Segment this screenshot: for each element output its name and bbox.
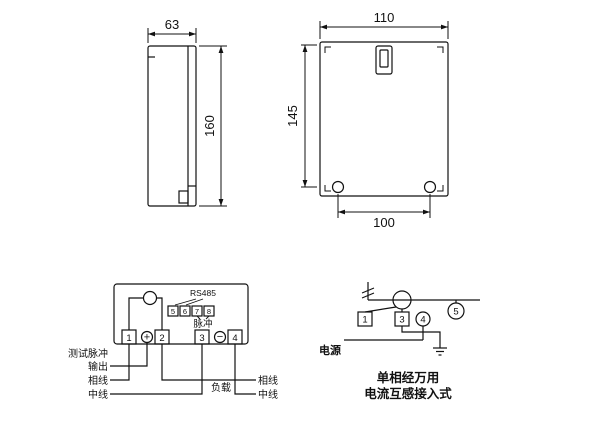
arrowhead-bottom bbox=[218, 199, 224, 206]
aux-terminal-6-label: 6 bbox=[183, 307, 187, 316]
dim-front-width: 110 bbox=[319, 10, 449, 39]
arrowhead-top bbox=[218, 46, 224, 53]
main-terminal-4-label: 4 bbox=[232, 333, 237, 344]
ct-terminal-3-label: 3 bbox=[399, 315, 404, 326]
arrowhead-left bbox=[338, 209, 345, 215]
arrowhead-right bbox=[441, 24, 448, 30]
arrowhead-top bbox=[302, 45, 308, 52]
side-view-body-outline bbox=[147, 45, 197, 207]
aux-terminal-5 bbox=[167, 305, 179, 317]
ct-terminal-4-label: 4 bbox=[420, 315, 425, 326]
break-mark bbox=[361, 287, 375, 294]
dim-label-side-height: 160 bbox=[202, 115, 217, 137]
ct-terminal-1-label: 1 bbox=[362, 315, 367, 326]
main-terminal-3-label: 3 bbox=[199, 333, 204, 344]
neutral-out-label: 中线 bbox=[258, 388, 278, 401]
dim-hole-spacing: 100 bbox=[337, 194, 431, 230]
pulse-leader-line bbox=[196, 315, 201, 320]
side-view-terminal-cover-notch bbox=[178, 190, 189, 204]
dim-side-height: 160 bbox=[199, 45, 227, 207]
dim-label-front-height: 145 bbox=[285, 105, 300, 127]
hanger-slot-inner bbox=[379, 49, 389, 68]
neutral-in-label: 中线 bbox=[88, 388, 108, 401]
ct-wiring-diagram: 1 3 4 5 电源 单相经万用 电流互感接入式 bbox=[319, 282, 480, 401]
ct-caption-line1: 单相经万用 bbox=[377, 370, 440, 385]
front-view-body-outline bbox=[319, 41, 449, 197]
break-mark bbox=[361, 292, 375, 299]
aux-terminal-8-label: 8 bbox=[207, 307, 211, 316]
pulse-minus-terminal bbox=[213, 330, 227, 344]
arrowhead-bottom bbox=[302, 180, 308, 187]
aux-terminal-7-label: 7 bbox=[195, 307, 199, 316]
rs485-leader-line bbox=[185, 298, 204, 306]
arrowhead-left bbox=[320, 24, 327, 30]
arrowhead-right bbox=[423, 209, 430, 215]
neutral-out-wire bbox=[234, 344, 256, 395]
arrowhead-left bbox=[148, 31, 155, 37]
main-terminal-1-label: 1 bbox=[126, 333, 131, 344]
ct-terminal-1 bbox=[357, 311, 373, 327]
front-view-drawing bbox=[319, 41, 449, 197]
phase-out-label: 相线 bbox=[258, 374, 278, 387]
main-terminal-2-label: 2 bbox=[159, 333, 164, 344]
aux-terminal-6 bbox=[179, 305, 191, 317]
ground-wire bbox=[401, 326, 441, 348]
phase-in-wire bbox=[110, 344, 130, 381]
mounting-hole-left bbox=[331, 180, 345, 194]
rs485-label: RS485 bbox=[190, 288, 216, 298]
power-source-label: 电源 bbox=[319, 343, 341, 357]
plus-symbol: + bbox=[144, 332, 150, 344]
dim-label-front-width: 110 bbox=[374, 10, 395, 25]
test-pulse-label-line1: 测试脉冲 bbox=[68, 347, 108, 360]
corner-mark-bottom-right bbox=[437, 185, 444, 192]
hanger-slot-outer bbox=[375, 45, 393, 75]
dim-label-side-width: 63 bbox=[165, 17, 179, 32]
pulse-plus-terminal bbox=[140, 330, 154, 344]
test-pulse-wire bbox=[110, 343, 148, 367]
dim-label-hole-spacing: 100 bbox=[373, 215, 395, 230]
corner-mark-top-right bbox=[437, 46, 444, 53]
neutral-in-wire bbox=[110, 344, 203, 395]
corner-mark-bottom-left bbox=[324, 185, 331, 192]
dim-front-height: 145 bbox=[285, 44, 317, 188]
ct-caption-line2: 电流互感接入式 bbox=[364, 386, 452, 401]
dim-side-width: 63 bbox=[147, 17, 197, 43]
ct-secondary-lead bbox=[364, 306, 397, 313]
coil-wire-left bbox=[128, 297, 144, 330]
current-coil-symbol bbox=[142, 290, 158, 306]
test-pulse-label-line2: 输出 bbox=[88, 360, 108, 373]
arrowhead-right bbox=[189, 31, 196, 37]
minus-symbol: − bbox=[217, 331, 223, 343]
coil-wire-right bbox=[156, 297, 163, 330]
meter-case-outline bbox=[113, 283, 249, 345]
mounting-hole-right bbox=[423, 180, 437, 194]
corner-mark-top-left bbox=[324, 46, 331, 53]
aux-terminal-5-label: 5 bbox=[171, 307, 175, 316]
phase-in-label: 相线 bbox=[88, 374, 108, 387]
side-view-drawing bbox=[147, 45, 197, 207]
rs485-leader-line bbox=[174, 298, 197, 306]
ct-terminal-5-label: 5 bbox=[453, 307, 458, 318]
pulse-leader-line bbox=[205, 315, 210, 320]
load-label: 负载 bbox=[211, 381, 231, 394]
phase-out-wire bbox=[161, 344, 256, 381]
direct-wiring-diagram: RS485 5 6 7 8 脉冲 1 + 2 3 − 4 测试脉冲 bbox=[68, 283, 278, 401]
pulse-label: 脉冲 bbox=[193, 318, 212, 330]
